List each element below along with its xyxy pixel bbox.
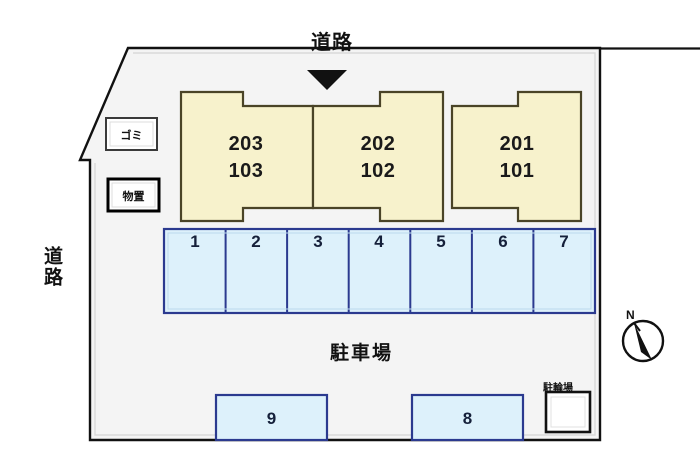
parking-area-label: 駐車場 (330, 343, 394, 364)
unit-label-202-102: 202 102 (323, 133, 433, 183)
stall-label-8: 8 (462, 409, 473, 428)
compass-icon (621, 319, 665, 363)
facility-label-monooki: 物置 (122, 191, 145, 203)
unit-lower-102: 102 (360, 160, 396, 182)
facility-label-gomi: ゴミ (120, 130, 143, 142)
parking-stall-9 (214, 393, 329, 442)
unit-upper-202: 202 (360, 133, 396, 155)
unit-upper-203: 203 (228, 133, 264, 155)
stall-label-6: 6 (498, 232, 508, 251)
left-road-label: 道路 (41, 246, 62, 288)
stall-label-5: 5 (436, 232, 446, 251)
entrance-arrow-icon (307, 70, 347, 90)
unit-lower-101: 101 (499, 160, 535, 182)
bicycle-parking-box (544, 390, 592, 434)
site-boundary-inner (94, 52, 596, 436)
stall-label-2: 2 (251, 232, 261, 251)
unit-upper-201: 201 (499, 133, 535, 155)
stall-label-9: 9 (266, 409, 277, 428)
stall-label-4: 4 (374, 232, 384, 251)
facility-box-monooki-inner (111, 182, 156, 208)
stall-label-3: 3 (313, 232, 323, 251)
parking-row-body (162, 227, 597, 315)
facility-box-gomi-inner (109, 121, 154, 147)
compass-north-label: N (626, 308, 635, 322)
building-unit-202-102 (311, 90, 445, 223)
parking-row-inner-line (167, 232, 592, 310)
stall-label-1: 1 (190, 232, 200, 251)
parking-row-dividers (224, 229, 535, 313)
unit-label-203-103: 203 103 (191, 133, 301, 183)
bicycle-parking-box-inner (550, 396, 586, 428)
stall-label-7: 7 (559, 232, 569, 251)
facility-box-gomi (105, 117, 158, 151)
facility-box-monooki (106, 177, 161, 213)
bicycle-parking-label: 駐輪場 (543, 383, 573, 394)
top-road-label: 道路 (311, 32, 353, 54)
building-unit-201-101 (450, 90, 583, 223)
unit-lower-103: 103 (228, 160, 264, 182)
unit-label-201-101: 201 101 (462, 133, 572, 183)
parking-stall-8 (410, 393, 525, 442)
